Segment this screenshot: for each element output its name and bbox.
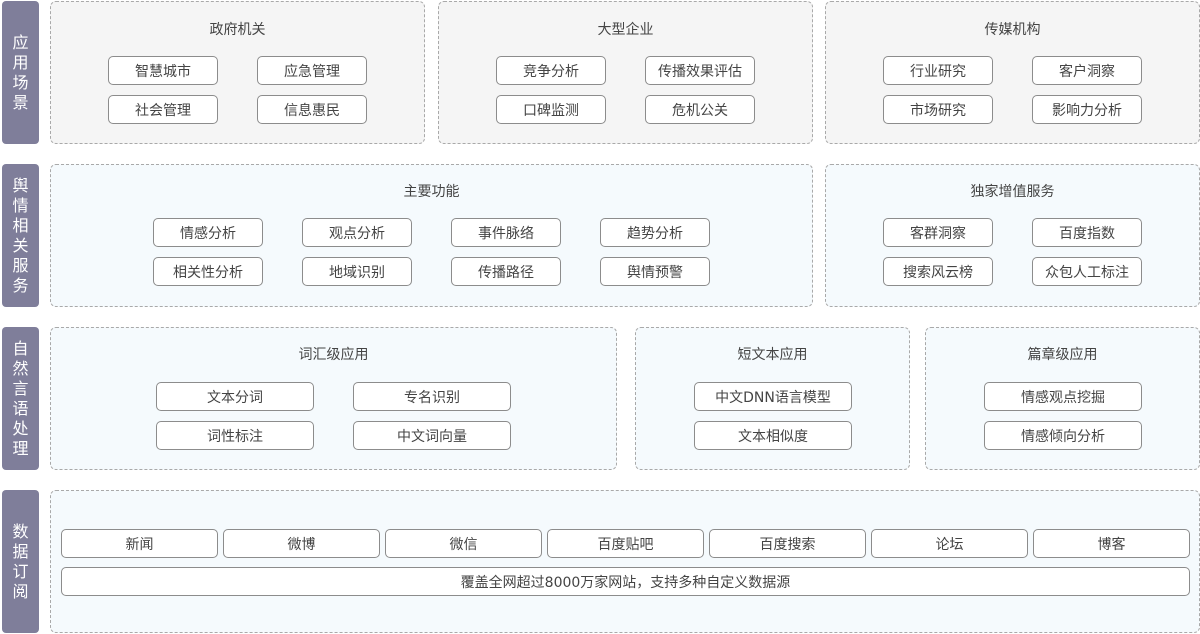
panel-exclusive-services: 独家增值服务 客群洞察 百度指数 搜索风云榜 众包人工标注 bbox=[825, 164, 1200, 307]
emergency-management-button[interactable]: 应急管理 bbox=[257, 56, 367, 85]
named-entity-button[interactable]: 专名识别 bbox=[353, 382, 511, 411]
influence-analysis-button[interactable]: 影响力分析 bbox=[1032, 95, 1142, 124]
word-segmentation-button[interactable]: 文本分词 bbox=[156, 382, 314, 411]
panel-title: 主要功能 bbox=[403, 184, 460, 200]
info-benefit-button[interactable]: 信息惠民 bbox=[257, 95, 367, 124]
smart-city-button[interactable]: 智慧城市 bbox=[108, 56, 218, 85]
social-management-button[interactable]: 社会管理 bbox=[108, 95, 218, 124]
word-vector-button[interactable]: 中文词向量 bbox=[353, 421, 511, 450]
source-tieba-button[interactable]: 百度贴吧 bbox=[547, 529, 704, 558]
pos-tagging-button[interactable]: 词性标注 bbox=[156, 421, 314, 450]
panel-title: 大型企业 bbox=[597, 22, 654, 38]
region-recognition-button[interactable]: 地域识别 bbox=[302, 257, 412, 286]
crisis-pr-button[interactable]: 危机公关 bbox=[645, 95, 755, 124]
source-weibo-button[interactable]: 微博 bbox=[223, 529, 380, 558]
panel-word-level: 词汇级应用 文本分词 专名识别 词性标注 中文词向量 bbox=[50, 327, 617, 470]
panel-title: 政府机关 bbox=[209, 22, 266, 38]
event-context-button[interactable]: 事件脉络 bbox=[451, 218, 561, 247]
source-wechat-button[interactable]: 微信 bbox=[385, 529, 542, 558]
industry-research-button[interactable]: 行业研究 bbox=[883, 56, 993, 85]
source-forum-button[interactable]: 论坛 bbox=[871, 529, 1028, 558]
panel-government: 政府机关 智慧城市 应急管理 社会管理 信息惠民 bbox=[50, 1, 425, 144]
baidu-index-button[interactable]: 百度指数 bbox=[1032, 218, 1142, 247]
panel-title: 词汇级应用 bbox=[298, 347, 369, 363]
opinion-analysis-button[interactable]: 观点分析 bbox=[302, 218, 412, 247]
customer-group-insight-button[interactable]: 客群洞察 bbox=[883, 218, 993, 247]
search-ranking-button[interactable]: 搜索风云榜 bbox=[883, 257, 993, 286]
panel-document-level: 篇章级应用 情感观点挖掘 情感倾向分析 bbox=[925, 327, 1200, 470]
customer-insight-button[interactable]: 客户洞察 bbox=[1032, 56, 1142, 85]
sentiment-tendency-button[interactable]: 情感倾向分析 bbox=[984, 421, 1142, 450]
correlation-analysis-button[interactable]: 相关性分析 bbox=[153, 257, 263, 286]
panel-media: 传媒机构 行业研究 客户洞察 市场研究 影响力分析 bbox=[825, 1, 1200, 144]
opinion-mining-button[interactable]: 情感观点挖掘 bbox=[984, 382, 1142, 411]
source-blog-button[interactable]: 博客 bbox=[1033, 529, 1190, 558]
market-research-button[interactable]: 市场研究 bbox=[883, 95, 993, 124]
row-label-opinion-services: 舆情相关服务 bbox=[2, 164, 39, 307]
crowdsource-labeling-button[interactable]: 众包人工标注 bbox=[1032, 257, 1142, 286]
dnn-language-model-button[interactable]: 中文DNN语言模型 bbox=[694, 382, 852, 411]
panel-title: 独家增值服务 bbox=[970, 184, 1055, 200]
panel-short-text: 短文本应用 中文DNN语言模型 文本相似度 bbox=[635, 327, 910, 470]
trend-analysis-button[interactable]: 趋势分析 bbox=[600, 218, 710, 247]
competition-analysis-button[interactable]: 竞争分析 bbox=[496, 56, 606, 85]
source-baidu-search-button[interactable]: 百度搜索 bbox=[709, 529, 866, 558]
panel-data-sources: 新闻 微博 微信 百度贴吧 百度搜索 论坛 博客 覆盖全网超过8000万家网站，… bbox=[50, 490, 1200, 633]
sentiment-analysis-button[interactable]: 情感分析 bbox=[153, 218, 263, 247]
row-label-scenarios: 应用场景 bbox=[2, 1, 39, 144]
coverage-summary-bar: 覆盖全网超过8000万家网站，支持多种自定义数据源 bbox=[61, 567, 1190, 596]
panel-title: 短文本应用 bbox=[737, 347, 808, 363]
panel-title: 篇章级应用 bbox=[1027, 347, 1098, 363]
row-label-data-subscription: 数据订阅 bbox=[2, 490, 39, 633]
opinion-alert-button[interactable]: 舆情预警 bbox=[600, 257, 710, 286]
panel-title: 传媒机构 bbox=[984, 22, 1041, 38]
reputation-monitor-button[interactable]: 口碑监测 bbox=[496, 95, 606, 124]
panel-main-functions: 主要功能 情感分析 观点分析 事件脉络 趋势分析 相关性分析 地域识别 传播路径… bbox=[50, 164, 813, 307]
spread-path-button[interactable]: 传播路径 bbox=[451, 257, 561, 286]
text-similarity-button[interactable]: 文本相似度 bbox=[694, 421, 852, 450]
source-news-button[interactable]: 新闻 bbox=[61, 529, 218, 558]
panel-enterprise: 大型企业 竞争分析 传播效果评估 口碑监测 危机公关 bbox=[438, 1, 813, 144]
spread-effect-button[interactable]: 传播效果评估 bbox=[645, 56, 755, 85]
row-label-nlp: 自然言语处理 bbox=[2, 327, 39, 470]
